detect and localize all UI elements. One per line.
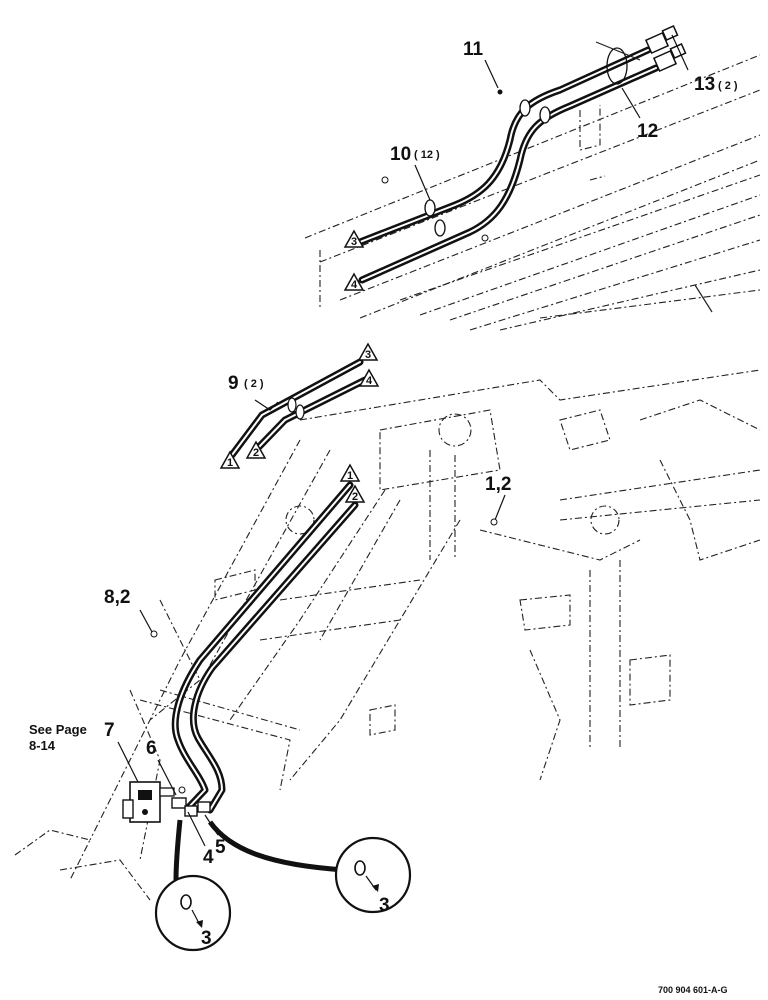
hose-to-detail-right <box>207 820 346 873</box>
callout-7: 7 <box>104 720 115 741</box>
frame-bottom <box>14 369 761 901</box>
svg-text:4: 4 <box>366 375 373 387</box>
svg-text:3: 3 <box>379 895 390 916</box>
hose-end-marker-4-upper: 4 <box>358 368 380 387</box>
callout-11: 11 <box>463 39 484 60</box>
hose-3-top <box>356 46 652 246</box>
hose-4-top <box>358 64 660 284</box>
hose-end-marker-1-left: 1 <box>219 450 241 469</box>
hose-end-marker-1-right: 1 <box>339 463 361 482</box>
svg-text:3: 3 <box>365 349 371 361</box>
hose-end-marker-2-right: 2 <box>344 484 366 503</box>
hose-to-detail-left <box>173 819 183 881</box>
hose-2-bottom <box>189 501 359 814</box>
callout-10: 10 <box>390 144 411 165</box>
hose-end-marker-3-upper: 3 <box>357 342 379 361</box>
see-page-line2: 8-14 <box>29 738 56 753</box>
hose-end-marker-2-left: 2 <box>245 440 267 459</box>
callout-12: 12 <box>637 121 658 142</box>
detail-circle-left: 3 <box>154 874 232 952</box>
see-page-line1: See Page <box>29 722 87 737</box>
hose-fittings-13 <box>644 25 687 73</box>
callout-13-qty: ( 2 ) <box>718 80 738 92</box>
hose-clamps-10 <box>381 41 641 242</box>
detail-circle-right: 3 <box>334 836 412 916</box>
control-valve-7 <box>122 781 175 823</box>
svg-text:4: 4 <box>351 279 358 291</box>
callout-6: 6 <box>146 738 157 759</box>
svg-text:3: 3 <box>351 236 357 248</box>
svg-text:3: 3 <box>201 928 212 949</box>
callout-10-qty: ( 12 ) <box>414 149 440 161</box>
o-ring-icon <box>180 894 192 910</box>
callout-5: 5 <box>215 837 226 858</box>
hose-1-bottom <box>171 481 354 812</box>
svg-text:1: 1 <box>347 470 353 482</box>
hose-9-assembly <box>228 358 369 459</box>
hose-end-marker-3-top: 3 <box>343 229 365 248</box>
svg-text:2: 2 <box>352 491 358 503</box>
drawing-number: 700 904 601-A-G <box>658 985 728 995</box>
callout-9: 9 <box>228 373 239 394</box>
callout-13: 13 <box>694 74 715 95</box>
svg-text:1: 1 <box>227 457 233 469</box>
header-frame-top <box>304 54 761 331</box>
fittings-4-5-6 <box>171 786 211 817</box>
svg-text:2: 2 <box>253 447 259 459</box>
callout-8-2: 8,2 <box>104 587 130 608</box>
callout-1-2: 1,2 <box>485 474 511 495</box>
callout-4: 4 <box>203 847 214 868</box>
callout-9-qty: ( 2 ) <box>244 378 264 390</box>
hose-end-marker-4-top: 4 <box>343 272 365 291</box>
o-ring-icon <box>354 860 366 876</box>
